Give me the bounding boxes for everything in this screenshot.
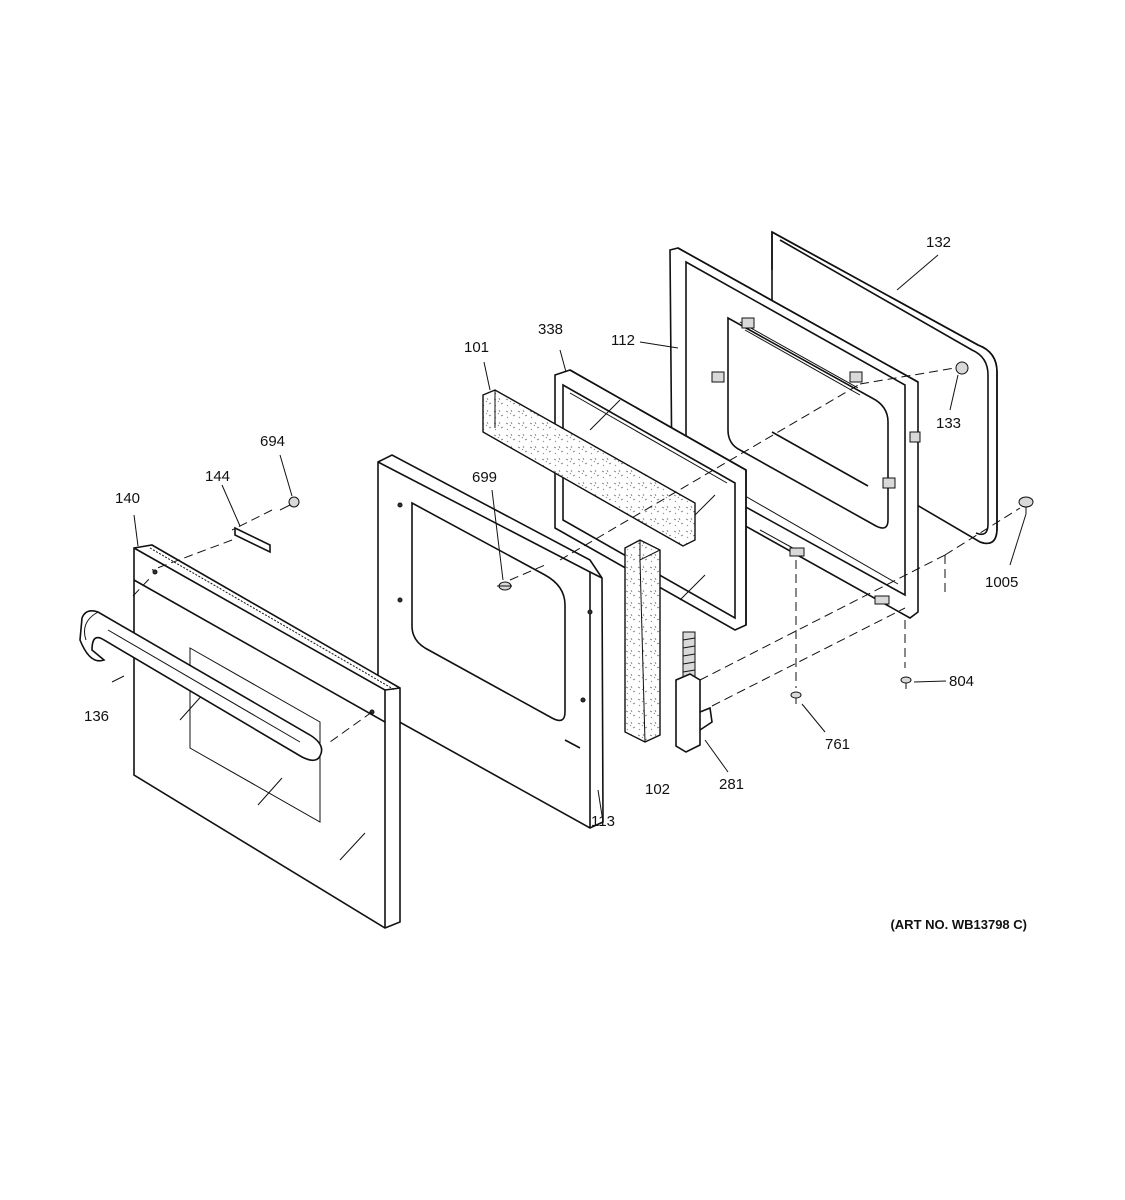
- assembly-lines: [132, 367, 1021, 743]
- label-140: 140: [115, 490, 140, 507]
- part-144-bracket: [221, 484, 271, 554]
- label-113: 113: [591, 813, 615, 830]
- part-699-screw: [491, 489, 512, 591]
- label-133: 133: [936, 415, 961, 432]
- part-804-screw: [900, 676, 947, 689]
- label-338: 338: [538, 321, 563, 338]
- part-761-screw: [790, 691, 826, 733]
- art-number: (ART NO. WB13798 C): [890, 917, 1027, 932]
- part-112-door-liner: [639, 247, 921, 619]
- label-144: 144: [205, 468, 230, 485]
- label-102: 102: [645, 781, 670, 798]
- part-labels: 132 338 112 101 133 694 699 144 140 1005…: [84, 234, 1018, 830]
- label-694: 694: [260, 433, 285, 450]
- part-136-handle: [79, 610, 323, 762]
- label-761: 761: [825, 736, 850, 753]
- label-101: 101: [464, 339, 489, 356]
- label-136: 136: [84, 708, 109, 725]
- label-132: 132: [926, 234, 951, 251]
- label-804: 804: [949, 673, 974, 690]
- part-281-hinge: [675, 631, 729, 773]
- label-112: 112: [611, 332, 635, 349]
- part-1005-screw: [1009, 496, 1034, 566]
- label-1005: 1005: [985, 574, 1018, 591]
- label-699: 699: [472, 469, 497, 486]
- part-101-insulation: [482, 361, 696, 547]
- part-133-bumper: [949, 361, 969, 411]
- part-113-inner-panel: [377, 454, 604, 829]
- label-281: 281: [719, 776, 744, 793]
- part-102-side-insulation: [624, 539, 661, 743]
- part-694-screw: [279, 454, 300, 511]
